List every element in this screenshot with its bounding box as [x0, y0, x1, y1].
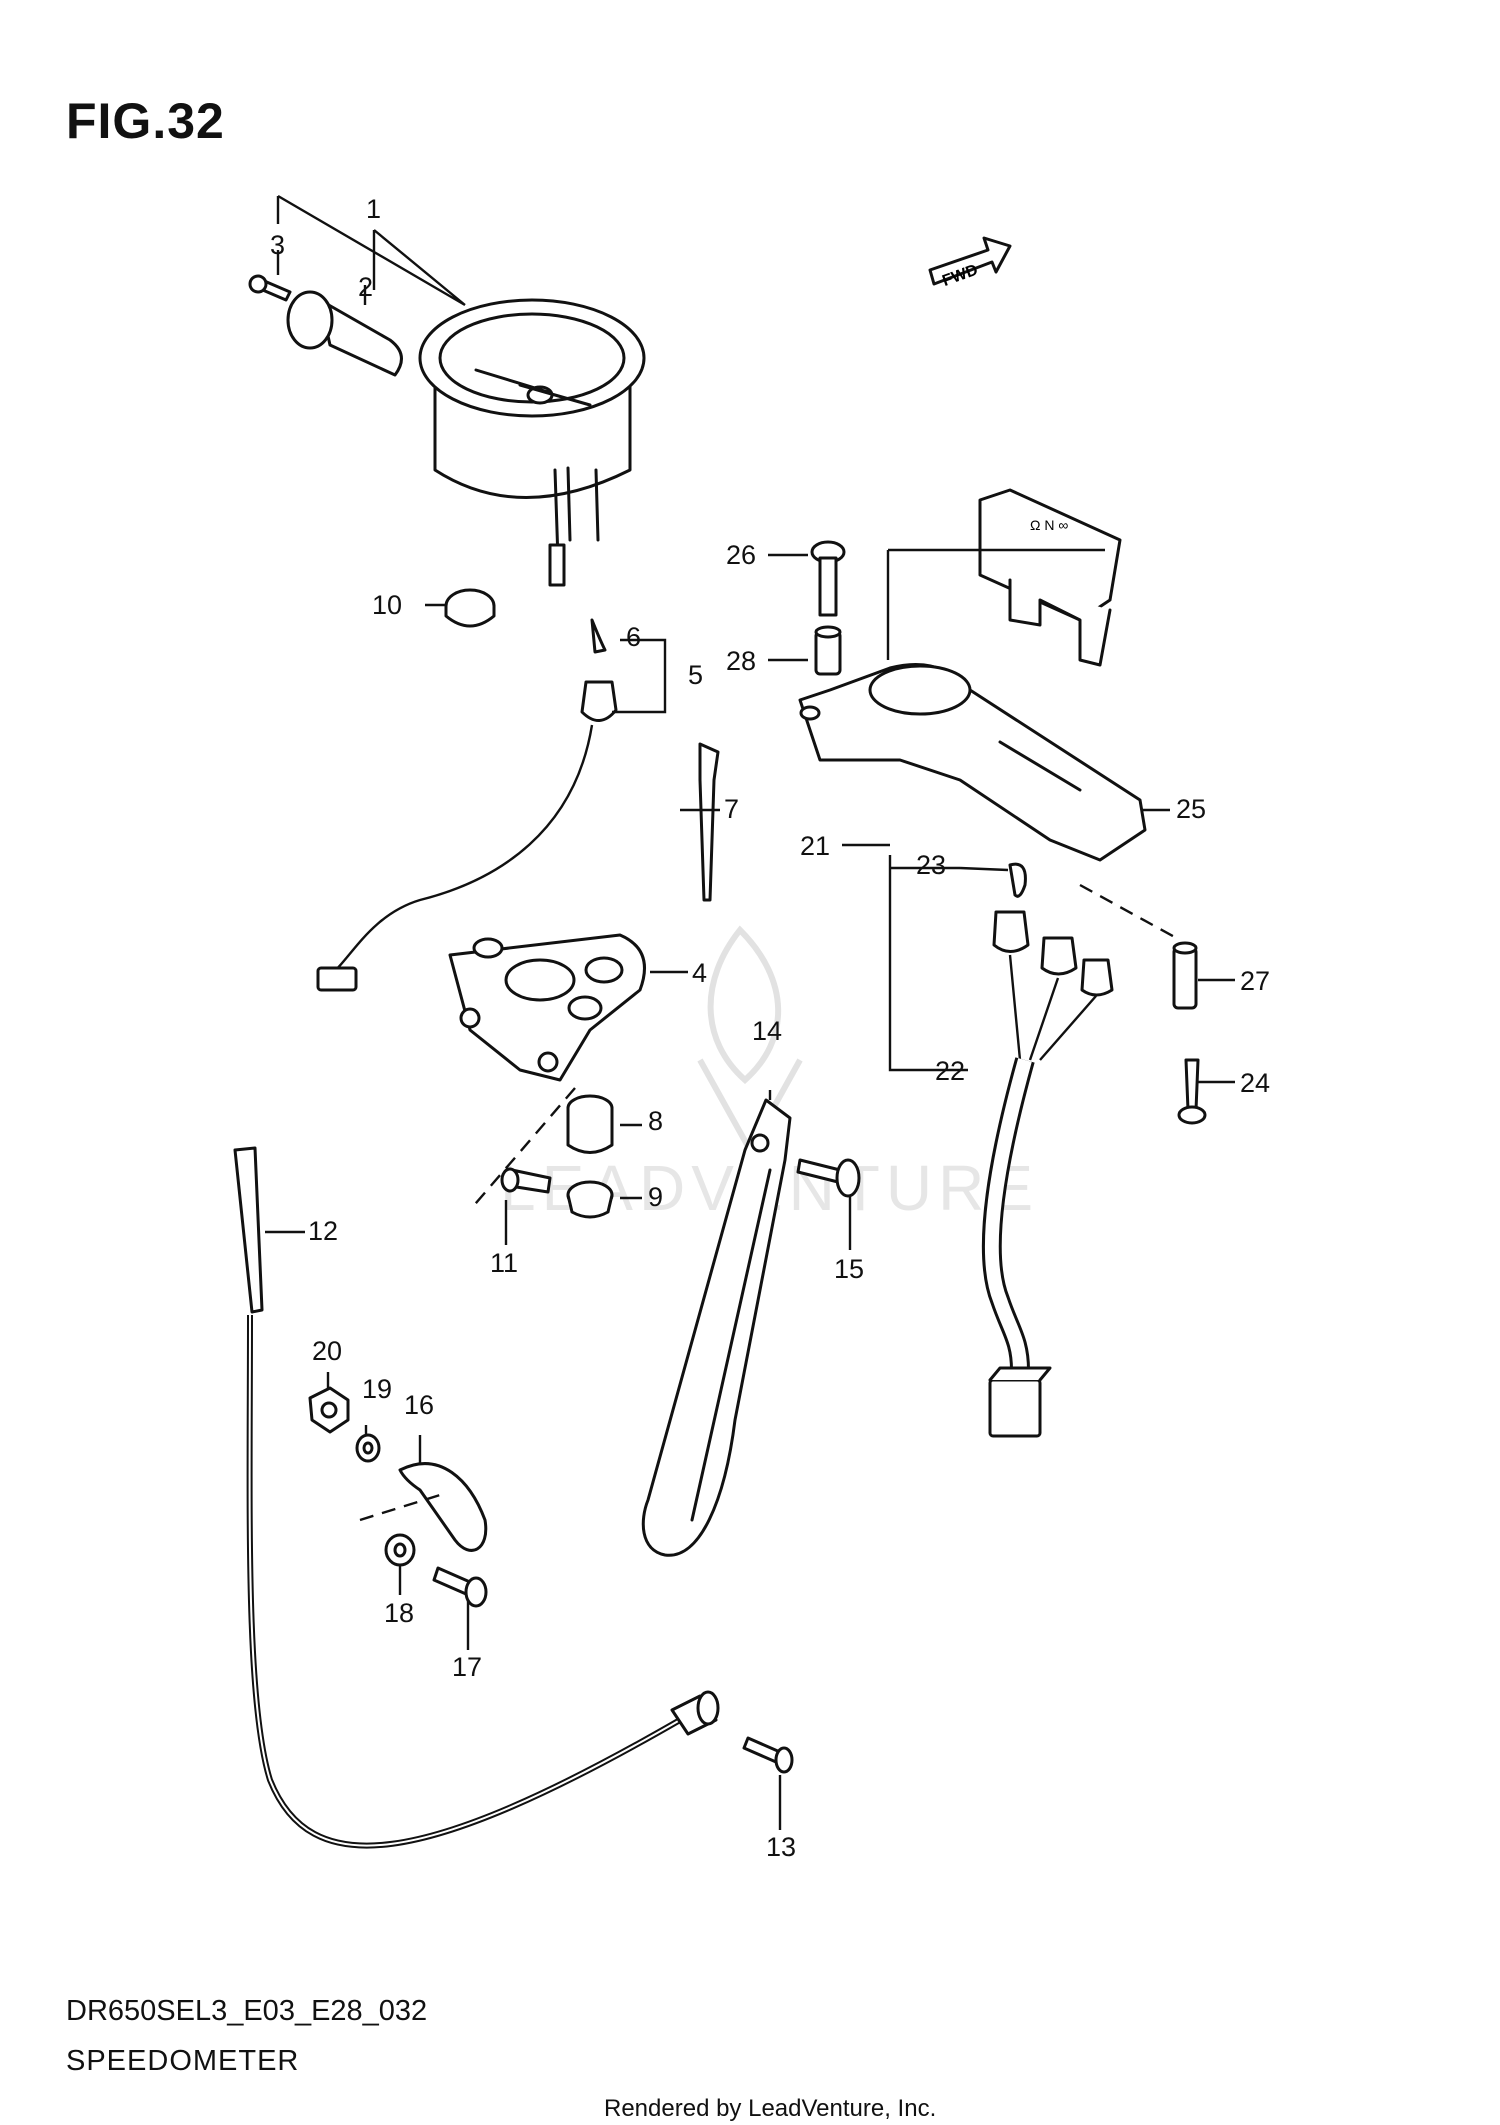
- render-credit: Rendered by LeadVenture, Inc.: [604, 2095, 937, 2122]
- callout-1: 1: [366, 194, 381, 224]
- cushion-10-part: [444, 588, 496, 628]
- collar-9-part: [566, 1180, 614, 1219]
- cable-guide-part: [641, 1098, 792, 1557]
- spacer-27-part: [1172, 941, 1198, 1010]
- fwd-arrow-icon: FWD: [928, 236, 1012, 290]
- callout-28: 28: [726, 646, 756, 676]
- callout-25: 25: [1176, 794, 1206, 824]
- svg-text:Ω N ∞: Ω N ∞: [1030, 517, 1068, 533]
- nut-20-part: [308, 1386, 350, 1434]
- spacer-28-part: [814, 625, 842, 676]
- callout-2: 2: [358, 272, 373, 302]
- bolt-11-part: [500, 1167, 552, 1194]
- grommet-8-part: [566, 1094, 614, 1154]
- callout-19: 19: [362, 1374, 392, 1404]
- figure-caption: SPEEDOMETER: [66, 2045, 300, 2077]
- callout-20: 20: [312, 1336, 342, 1366]
- speedometer-assembly-part: [418, 298, 646, 587]
- callout-27: 27: [1240, 966, 1270, 996]
- callout-13: 13: [766, 1832, 796, 1862]
- callout-18: 18: [384, 1598, 414, 1628]
- callout-23: 23: [916, 850, 946, 880]
- callout-4: 4: [692, 958, 707, 988]
- screw-13-part: [742, 1736, 794, 1774]
- trip-knob-part: [286, 290, 403, 377]
- callout-16: 16: [404, 1390, 434, 1420]
- callout-9: 9: [648, 1182, 663, 1212]
- speedometer-lamp-socket-part: [316, 618, 618, 992]
- bolt-15-part: [796, 1158, 861, 1198]
- screw-24-part: [1177, 1058, 1207, 1125]
- cable-tie-part: [698, 742, 720, 902]
- cable-clamp-part: [398, 1462, 488, 1552]
- callout-15: 15: [834, 1254, 864, 1284]
- callout-14: 14: [752, 1016, 782, 1046]
- callout-8: 8: [648, 1106, 663, 1136]
- callout-5: 5: [688, 660, 703, 690]
- figure-title: FIG.32: [66, 93, 225, 149]
- callout-12: 12: [308, 1216, 338, 1246]
- callout-10: 10: [372, 590, 402, 620]
- indicator-panel-part: Ω N ∞: [978, 488, 1122, 667]
- callout-3: 3: [270, 230, 285, 260]
- callout-6: 6: [626, 622, 641, 652]
- callout-7: 7: [724, 794, 739, 824]
- callout-11: 11: [490, 1248, 518, 1278]
- speedometer-cable-part: [233, 1146, 720, 1849]
- screw-17-part: [432, 1566, 488, 1608]
- callout-labels: 1 2 3 4 5 6 7 8 9 10 11 12 13 14 15 16 1…: [270, 194, 1270, 1862]
- alignment-line-clamp: [359, 1493, 441, 1522]
- screw-26-part: [810, 540, 846, 617]
- washer-19-part: [355, 1433, 381, 1463]
- callout-22: 22: [935, 1056, 965, 1086]
- alignment-line-bracket: [469, 1087, 576, 1211]
- model-code: DR650SEL3_E03_E28_032: [66, 1995, 428, 2027]
- bulb-23-part: [1008, 862, 1027, 898]
- callout-26: 26: [726, 540, 756, 570]
- leader-lines: [265, 194, 1235, 1830]
- indicator-harness-part: [981, 910, 1114, 1438]
- callout-17: 17: [452, 1652, 482, 1682]
- alignment-line-spacer: [1079, 883, 1181, 942]
- callout-21: 21: [800, 831, 830, 861]
- meter-bracket-part: [448, 933, 646, 1082]
- indicator-housing-part: [798, 663, 1147, 862]
- washer-18-part: [384, 1533, 416, 1567]
- screw-3-part: [248, 274, 292, 302]
- callout-24: 24: [1240, 1068, 1270, 1098]
